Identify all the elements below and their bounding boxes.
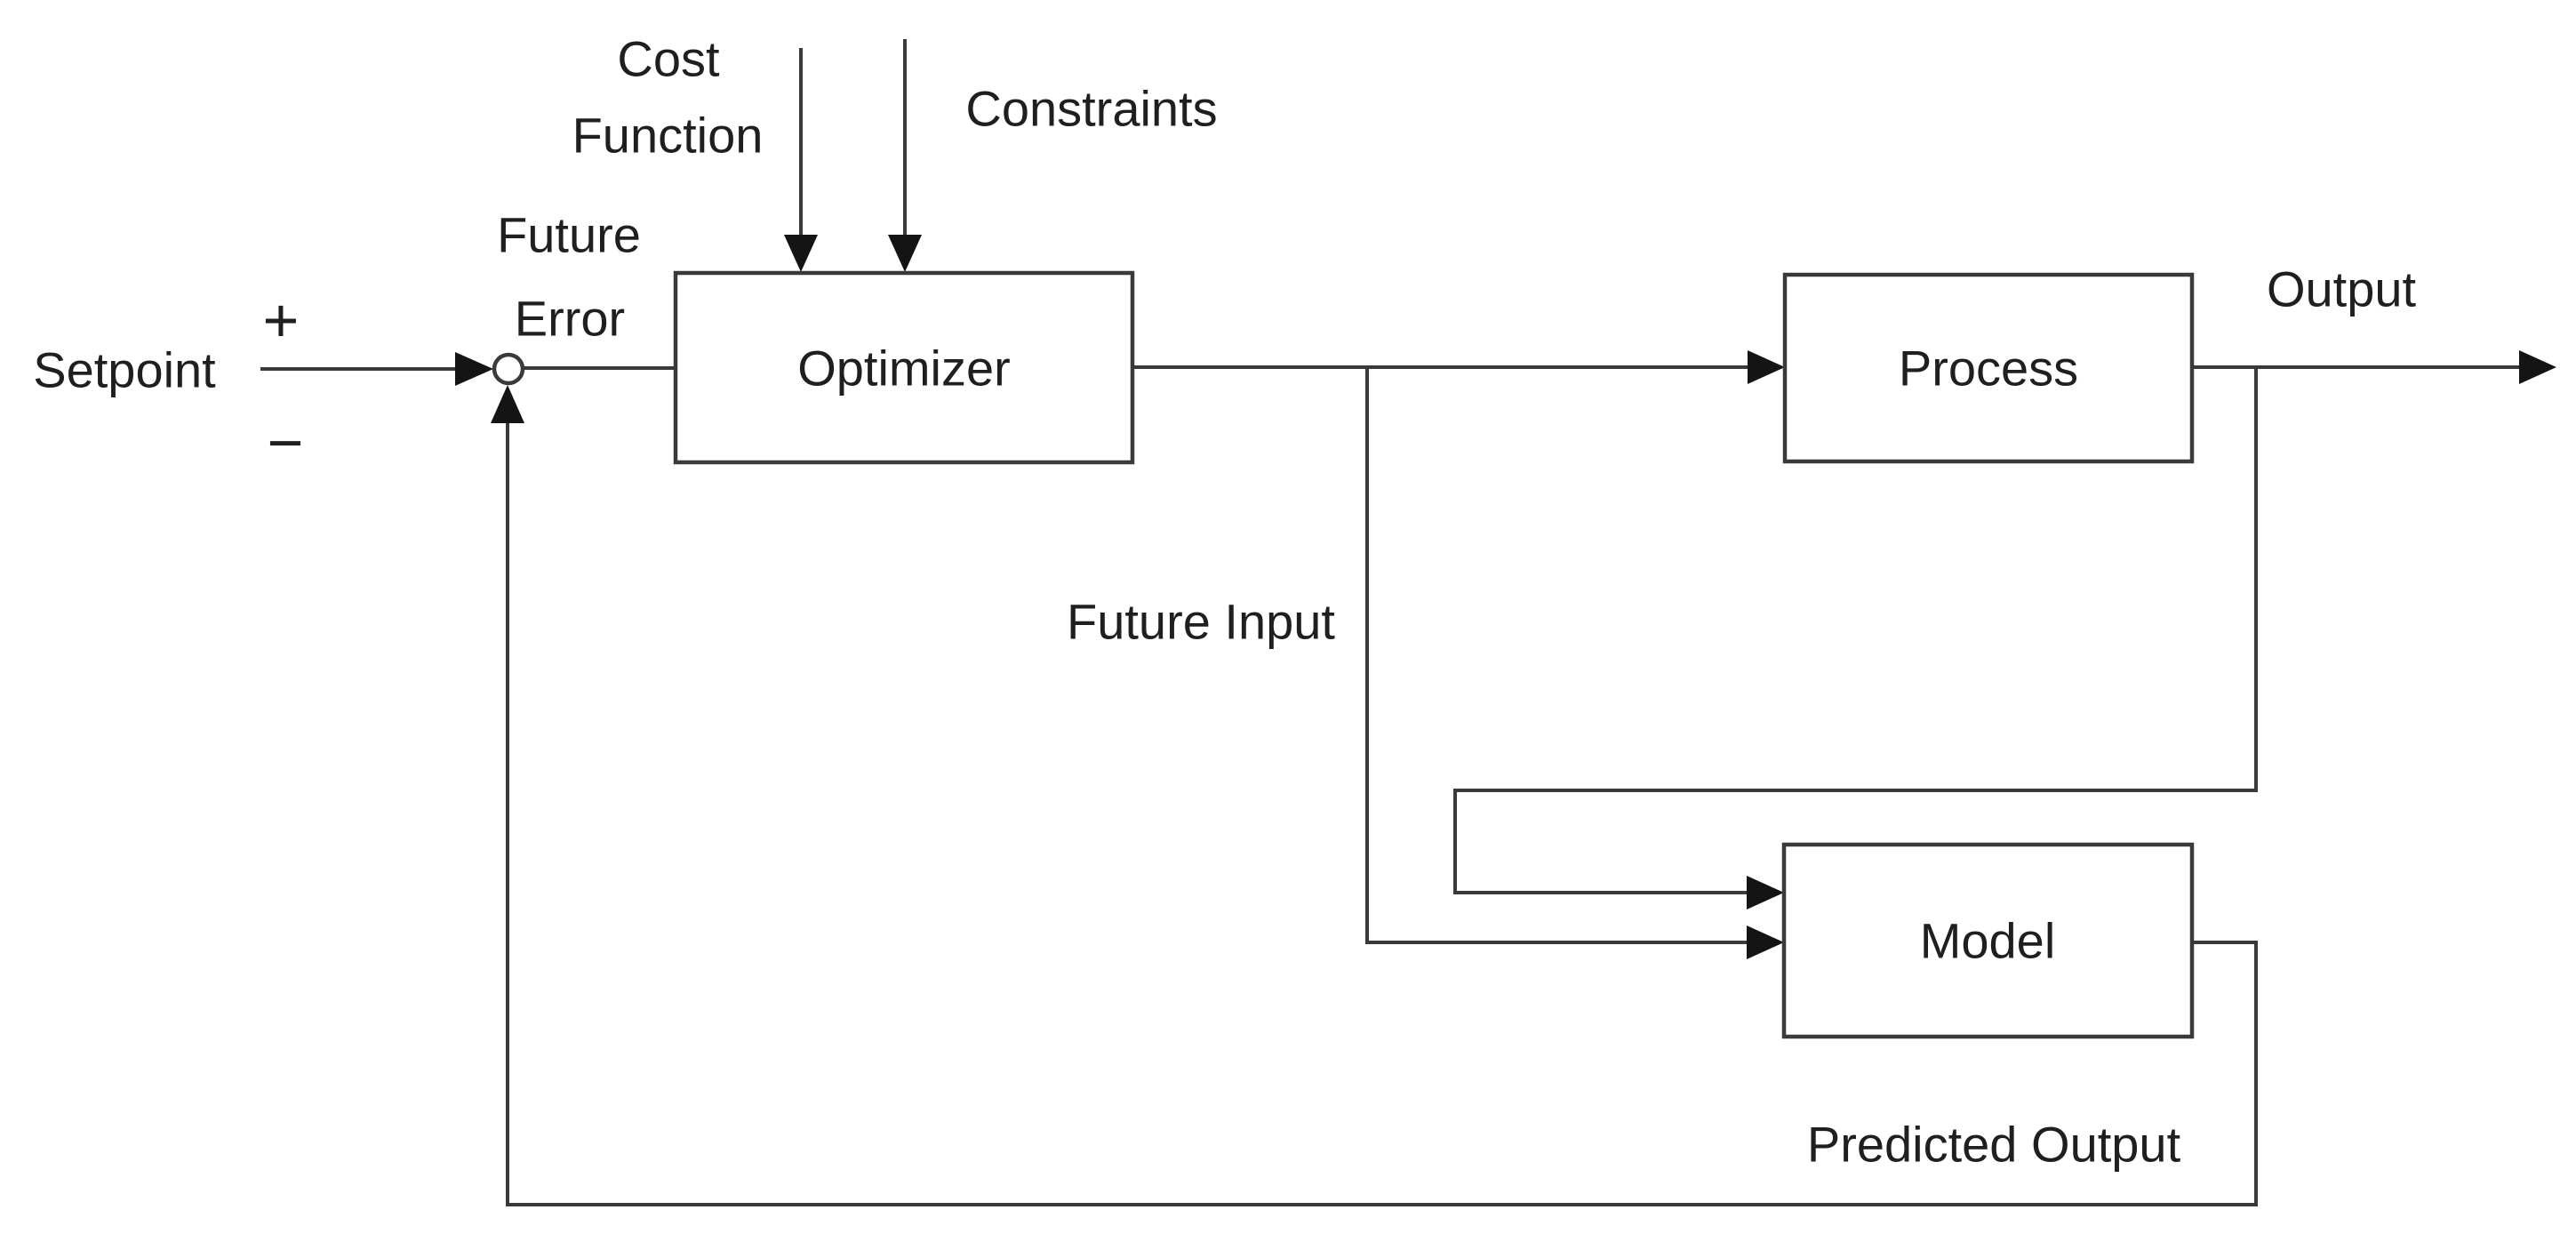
future-error-label-line2: Error [515,291,625,347]
signal-labels: Setpoint + − Future Error Cost Function … [33,31,2416,1173]
predicted-output-label: Predicted Output [1807,1117,2181,1173]
connectors [260,39,2556,1206]
predicted-output-feedback-line [506,422,2258,1206]
constraints-arrowhead-icon [888,235,922,272]
future-error-label-line1: Future [497,207,641,263]
cost-function-label-line1: Cost [617,31,720,87]
setpoint-arrowhead-icon [455,352,493,386]
block-process [1782,272,2195,464]
minus-sign: − [268,408,304,477]
block-process-label: Process [1899,341,2078,397]
model-upper-input-arrowhead-icon [1747,876,1784,909]
plus-sign: + [263,285,300,355]
future-input-label: Future Input [1067,594,1335,650]
output-arrowhead-icon [2519,350,2556,384]
process-input-arrowhead-icon [1748,350,1785,384]
block-optimizer [673,270,1135,465]
cost-function-label-line2: Function [572,108,764,164]
blocks: Optimizer Process Model [492,270,2195,1039]
cost-function-arrowhead-icon [784,235,818,272]
block-model-label: Model [1920,913,2056,969]
junction-feedback-arrowhead-icon [491,385,524,423]
block-optimizer-label: Optimizer [797,341,1011,397]
output-label: Output [2267,261,2417,317]
summing-junction [492,352,525,386]
future-input-line [1365,367,1748,944]
constraints-label: Constraints [965,81,1217,137]
model-lower-input-arrowhead-icon [1747,926,1784,959]
output-branch-to-model-line [1453,369,2258,894]
block-model [1781,842,2195,1039]
setpoint-label: Setpoint [33,342,216,398]
